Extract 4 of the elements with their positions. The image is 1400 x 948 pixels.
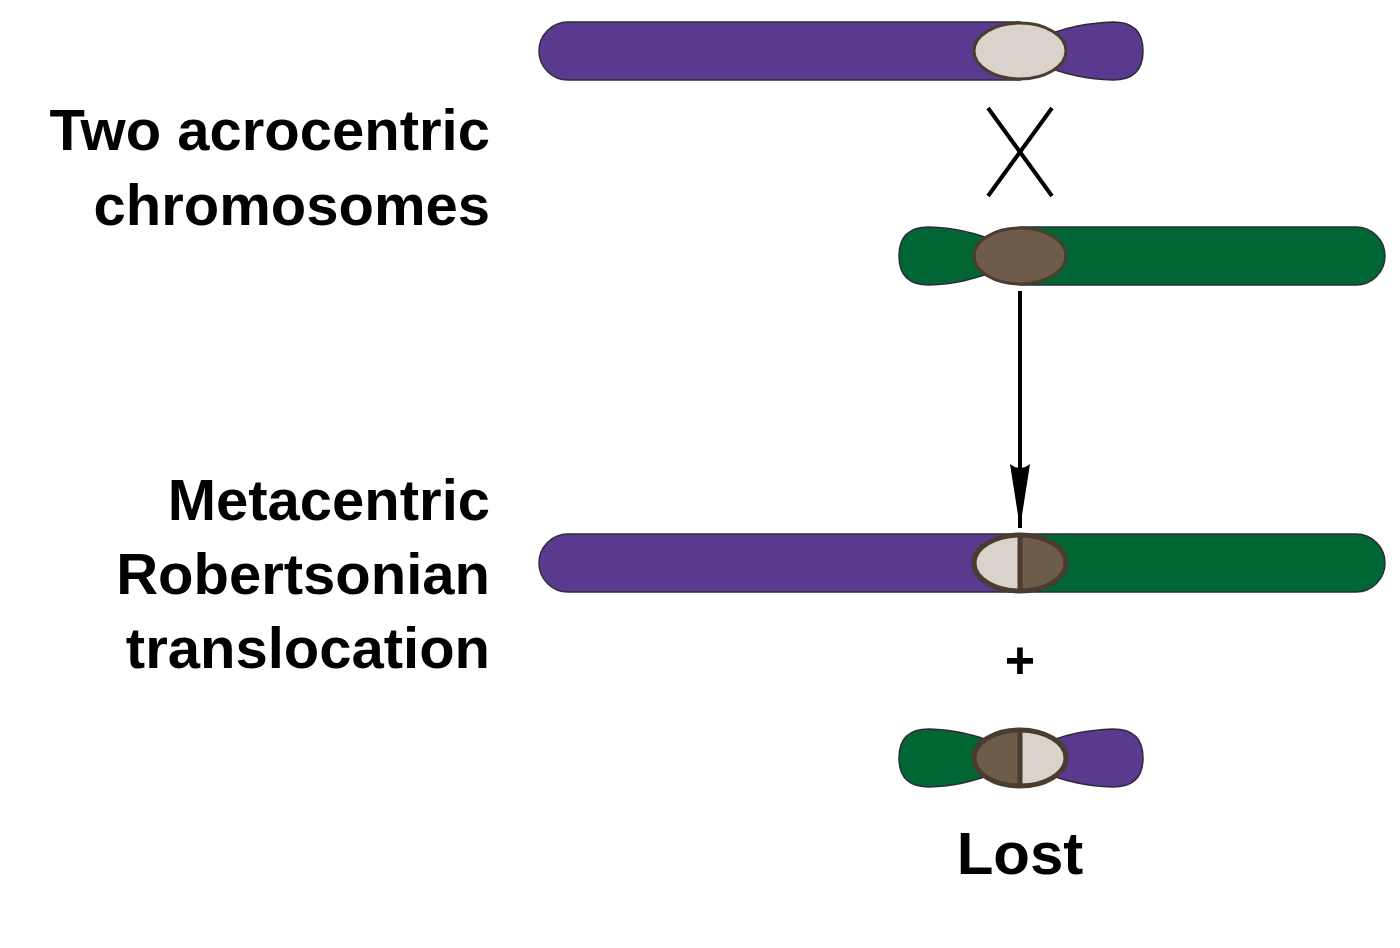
row-label: Metacentric Robertsonian translocation	[115, 466, 490, 682]
row-label: Two acrocentric chromosomes	[48, 96, 490, 239]
chromosome-caption: Lost	[955, 819, 1085, 889]
plus-sign: +	[1003, 630, 1037, 690]
